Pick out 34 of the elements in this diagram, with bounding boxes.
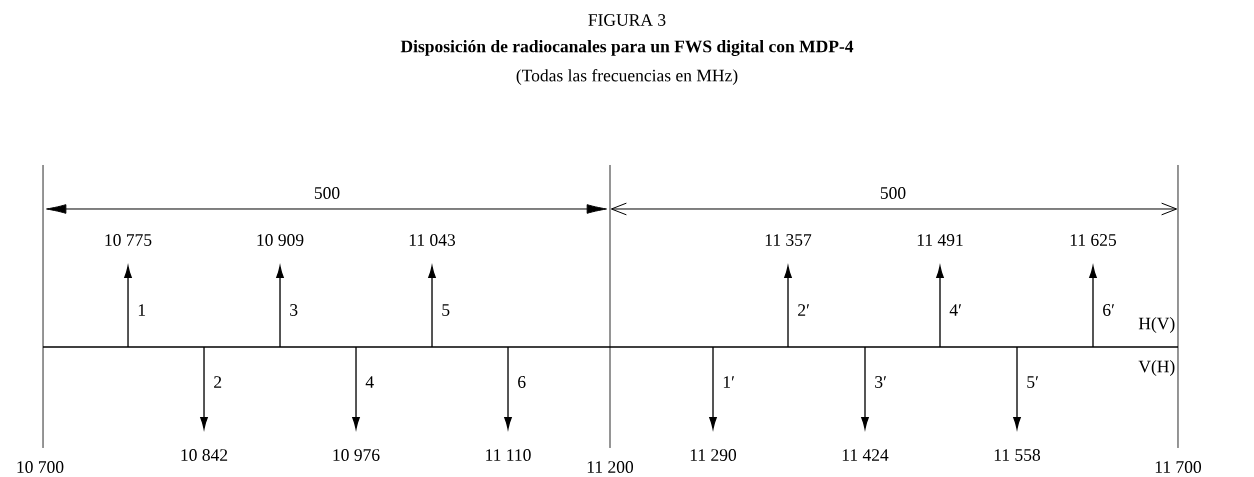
frequency-label: 11 625 <box>1070 234 1116 246</box>
frequency-label: 10 909 <box>257 234 304 246</box>
frequency-label: 11 110 <box>486 449 531 461</box>
channel-number: 5 <box>442 304 450 316</box>
frequency-label: 10 976 <box>333 449 380 461</box>
frequency-label: 11 290 <box>690 449 737 461</box>
figure-number: FIGURA 3 <box>588 14 666 26</box>
channel-number: 6 <box>518 376 526 388</box>
channel-number: 2 <box>214 376 222 388</box>
channel-number: 2′ <box>798 304 810 316</box>
frequency-label: 10 775 <box>105 234 152 246</box>
channel-number: 1 <box>138 304 146 316</box>
figure-title: Disposición de radiocanales para un FWS digital con MDP-4 <box>400 40 854 56</box>
frequency-label: 11 200 <box>587 461 634 473</box>
frequency-label: 11 700 <box>1155 461 1202 473</box>
channel-number: 4 <box>365 376 374 388</box>
channel-number: 3 <box>290 304 298 316</box>
polarization-label: V(H) <box>1138 360 1175 376</box>
channel-number: 5′ <box>1027 376 1039 388</box>
note-text: (Todas las frecuencias en MHz) <box>516 69 738 85</box>
channel-number: 4′ <box>949 304 962 316</box>
dimension-label: 500 <box>314 187 340 199</box>
frequency-label: 11 491 <box>917 234 963 246</box>
dimension-label: 500 <box>880 187 906 199</box>
channel-number: 1′ <box>723 376 735 388</box>
frequency-label: 10 842 <box>181 449 228 461</box>
frequency-label: 10 700 <box>17 461 64 473</box>
frequency-label: 11 357 <box>765 234 812 246</box>
channel-number: 6′ <box>1103 304 1115 316</box>
channel-number: 3′ <box>875 376 887 388</box>
frequency-label: 11 043 <box>409 234 456 246</box>
frequency-label: 11 558 <box>994 449 1041 461</box>
frequency-label: 11 424 <box>842 449 889 461</box>
polarization-label: H(V) <box>1138 317 1175 333</box>
